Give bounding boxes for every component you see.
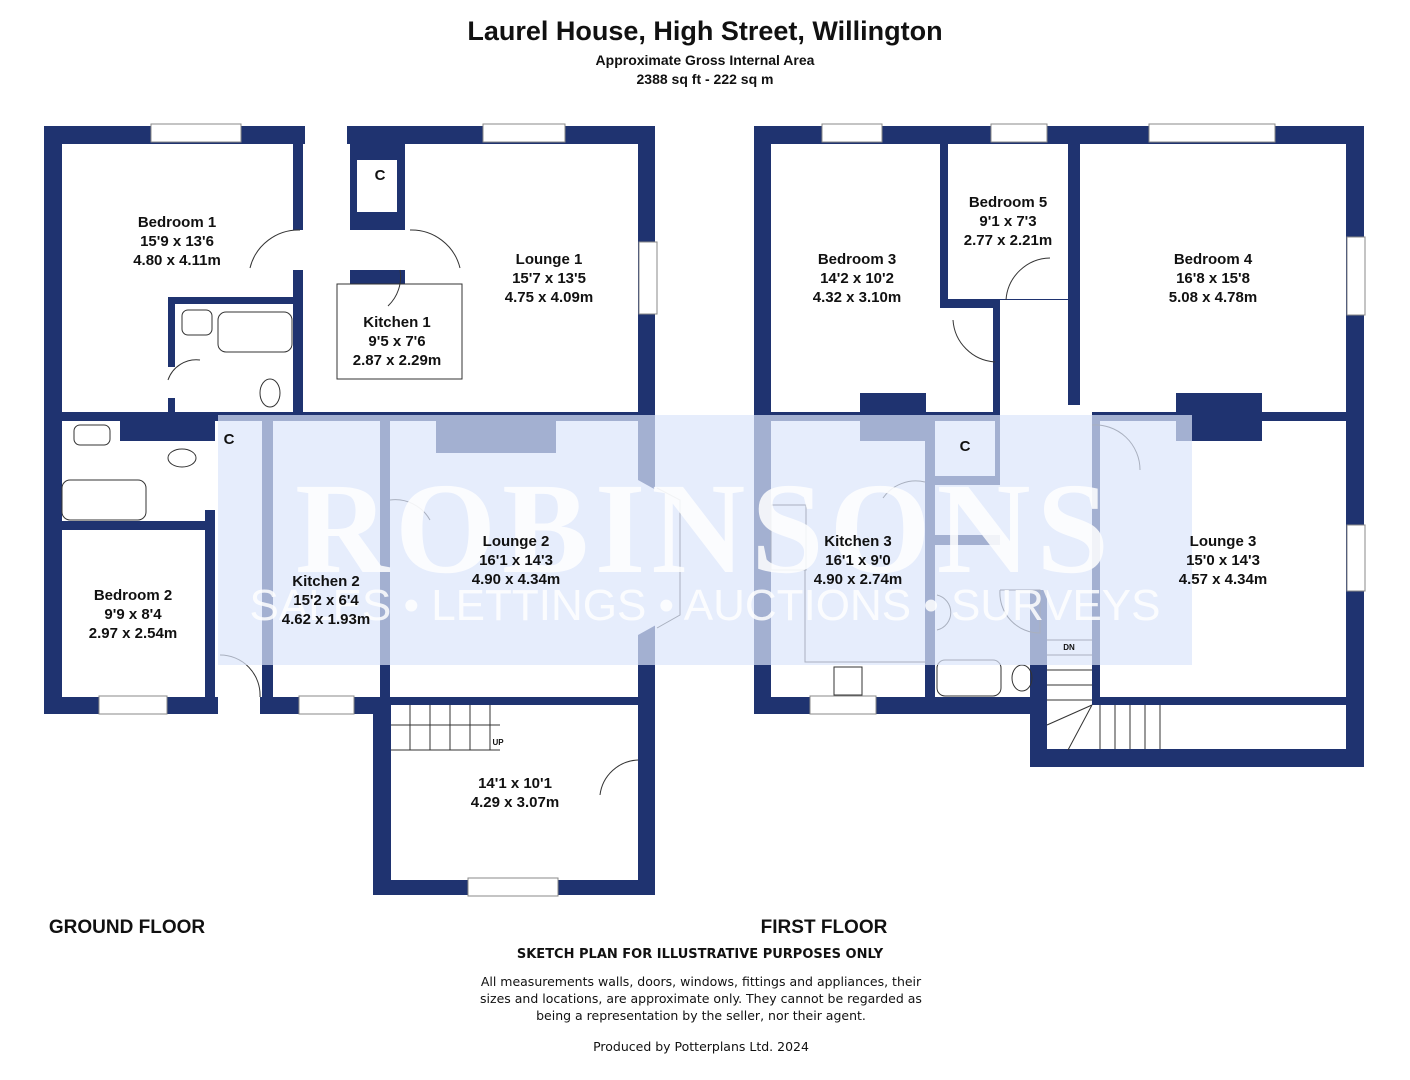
ground-floor-label: GROUND FLOOR: [49, 917, 205, 938]
ground-floor-windows: [98, 123, 658, 897]
svg-text:Bedroom 1: Bedroom 1: [138, 214, 216, 231]
svg-text:Bedroom 3: Bedroom 3: [818, 251, 896, 268]
first-floor-label: FIRST FLOOR: [761, 917, 888, 938]
svg-text:Bedroom 5: Bedroom 5: [969, 194, 1047, 211]
cupboard-label: C: [375, 167, 386, 184]
room-bedroom-5: Bedroom 5 9'1 x 7'3 2.77 x 2.21m: [964, 194, 1052, 249]
svg-text:2.97 x 2.54m: 2.97 x 2.54m: [89, 625, 177, 642]
area-subtitle: Approximate Gross Internal Area: [595, 52, 815, 68]
area-value: 2388 sq ft - 222 sq m: [636, 71, 774, 87]
room-lounge-3: Lounge 3 15'0 x 14'3 4.57 x 4.34m: [1179, 533, 1267, 588]
agency-watermark: ROBINSONS SALES • LETTINGS • AUCTIONS • …: [218, 415, 1192, 665]
svg-text:4.90 x 4.34m: 4.90 x 4.34m: [472, 571, 560, 588]
room-kitchen-1: Kitchen 1 9'5 x 7'6 2.87 x 2.29m: [353, 314, 441, 369]
room-bedroom-1: Bedroom 1 15'9 x 13'6 4.80 x 4.11m: [133, 214, 221, 269]
stairs-down-label: DN: [1063, 643, 1075, 652]
cupboard-label: C: [960, 438, 971, 455]
svg-text:Kitchen 1: Kitchen 1: [363, 314, 431, 331]
svg-text:Bedroom 2: Bedroom 2: [94, 587, 172, 604]
svg-text:Lounge 2: Lounge 2: [483, 533, 550, 550]
produced-by: Produced by Potterplans Ltd. 2024: [593, 1039, 809, 1054]
svg-text:16'1 x 14'3: 16'1 x 14'3: [479, 552, 553, 569]
svg-text:9'1 x 7'3: 9'1 x 7'3: [979, 213, 1036, 230]
first-floor-windows: [809, 123, 1366, 715]
room-bedroom-4: Bedroom 4 16'8 x 15'8 5.08 x 4.78m: [1169, 251, 1257, 306]
disclaimer-line: sizes and locations, are approximate onl…: [480, 991, 922, 1006]
svg-text:9'5 x 7'6: 9'5 x 7'6: [368, 333, 425, 350]
svg-text:4.62 x 1.93m: 4.62 x 1.93m: [282, 611, 370, 628]
disclaimer-text: All measurements walls, doors, windows, …: [400, 973, 1002, 1024]
plan-title: Laurel House, High Street, Willington: [467, 16, 943, 46]
room-lounge-2: Lounge 2 16'1 x 14'3 4.90 x 4.34m: [472, 533, 560, 588]
svg-text:5.08 x 4.78m: 5.08 x 4.78m: [1169, 289, 1257, 306]
svg-text:Kitchen 3: Kitchen 3: [824, 533, 892, 550]
svg-text:4.57 x 4.34m: 4.57 x 4.34m: [1179, 571, 1267, 588]
svg-text:16'8 x 15'8: 16'8 x 15'8: [1176, 270, 1250, 287]
bath-icon: [61, 479, 147, 521]
cupboard-label: C: [224, 431, 235, 448]
toilet-icon: [259, 378, 281, 408]
disclaimer-line: being a representation by the seller, no…: [536, 1008, 866, 1023]
svg-text:4.90 x 2.74m: 4.90 x 2.74m: [814, 571, 902, 588]
svg-text:Bedroom 4: Bedroom 4: [1174, 251, 1253, 268]
svg-text:14'1 x 10'1: 14'1 x 10'1: [478, 775, 552, 792]
room-lounge-1: Lounge 1 15'7 x 13'5 4.75 x 4.09m: [505, 251, 593, 306]
disclaimer-line: All measurements walls, doors, windows, …: [480, 974, 922, 989]
bath-icon: [217, 311, 293, 353]
room-kitchen-2: Kitchen 2 15'2 x 6'4 4.62 x 1.93m: [282, 573, 370, 628]
disclaimer-title: SKETCH PLAN FOR ILLUSTRATIVE PURPOSES ON…: [516, 947, 884, 962]
svg-text:Lounge 1: Lounge 1: [516, 251, 583, 268]
svg-text:4.29 x 3.07m: 4.29 x 3.07m: [471, 794, 559, 811]
toilet-icon: [167, 448, 197, 468]
room-bedroom-2: Bedroom 2 9'9 x 8'4 2.97 x 2.54m: [89, 587, 177, 642]
svg-text:9'9 x 8'4: 9'9 x 8'4: [104, 606, 162, 623]
svg-text:15'0 x 14'3: 15'0 x 14'3: [1186, 552, 1260, 569]
basin-icon: [181, 309, 213, 336]
svg-text:4.75 x 4.09m: 4.75 x 4.09m: [505, 289, 593, 306]
watermark-tagline: SALES • LETTINGS • AUCTIONS • SURVEYS: [250, 581, 1161, 630]
room-bedroom-3: Bedroom 3 14'2 x 10'2 4.32 x 3.10m: [813, 251, 901, 306]
basin-icon: [73, 424, 111, 446]
svg-text:Lounge 3: Lounge 3: [1190, 533, 1257, 550]
svg-text:2.87 x 2.29m: 2.87 x 2.29m: [353, 352, 441, 369]
svg-text:15'9 x 13'6: 15'9 x 13'6: [140, 233, 214, 250]
room-rear-reception: 14'1 x 10'1 4.29 x 3.07m: [471, 775, 559, 811]
svg-text:15'7 x 13'5: 15'7 x 13'5: [512, 270, 586, 287]
stairs-up-label: UP: [492, 738, 504, 747]
svg-text:16'1 x 9'0: 16'1 x 9'0: [825, 552, 891, 569]
svg-text:Kitchen 2: Kitchen 2: [292, 573, 360, 590]
svg-text:2.77 x 2.21m: 2.77 x 2.21m: [964, 232, 1052, 249]
svg-text:15'2 x 6'4: 15'2 x 6'4: [293, 592, 359, 609]
svg-text:14'2 x 10'2: 14'2 x 10'2: [820, 270, 894, 287]
svg-text:4.80 x 4.11m: 4.80 x 4.11m: [133, 252, 221, 269]
sink-icon: [833, 666, 863, 696]
watermark-brand: ROBINSONS: [295, 457, 1115, 601]
svg-text:4.32 x 3.10m: 4.32 x 3.10m: [813, 289, 901, 306]
room-kitchen-3: Kitchen 3 16'1 x 9'0 4.90 x 2.74m: [814, 533, 902, 588]
